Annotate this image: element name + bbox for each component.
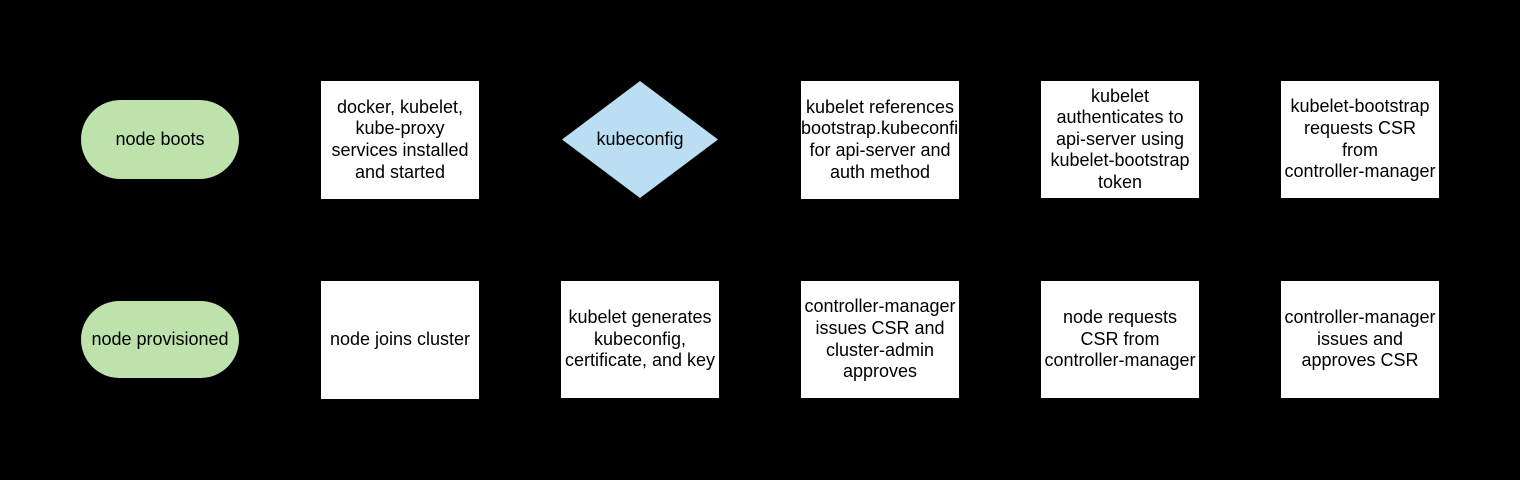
process-controller-manager-approves-csr: controller-manager issues and approves C…: [1281, 281, 1439, 398]
process-kubelet-generates-kubeconfig: kubelet generates kubeconfig, certificat…: [561, 281, 719, 398]
process-services-installed-label: docker, kubelet, kube-proxy services ins…: [331, 96, 469, 182]
process-controller-manager-approves-csr-label: controller-manager issues and approves C…: [1284, 307, 1436, 371]
process-kubelet-authenticates: kubelet authenticates to api-server usin…: [1041, 81, 1199, 198]
terminal-node-boots: node boots: [81, 100, 239, 179]
terminal-node-boots-label: node boots: [115, 128, 205, 149]
process-services-installed: docker, kubelet, kube-proxy services ins…: [321, 81, 479, 199]
decision-kubeconfig-label: kubeconfig: [596, 128, 684, 149]
process-kubelet-generates-kubeconfig-label: kubelet generates kubeconfig, certificat…: [564, 307, 716, 371]
process-node-requests-csr-label: node requests CSR from controller-manage…: [1044, 307, 1196, 371]
process-kubelet-references-bootstrap-label: kubelet references bootstrap.kubeconfig …: [801, 96, 959, 182]
process-node-joins-cluster: node joins cluster: [321, 281, 479, 399]
process-node-joins-cluster-label: node joins cluster: [329, 329, 471, 350]
process-controller-manager-issues-csr-label: controller-manager issues CSR and cluste…: [804, 296, 956, 382]
terminal-node-provisioned: node provisioned: [81, 301, 239, 378]
process-kubelet-authenticates-label: kubelet authenticates to api-server usin…: [1050, 85, 1190, 192]
process-controller-manager-issues-csr: controller-manager issues CSR and cluste…: [801, 281, 959, 398]
process-kubelet-bootstrap-requests-csr-label: kubelet-bootstrap requests CSR from cont…: [1284, 96, 1436, 182]
terminal-node-provisioned-label: node provisioned: [91, 328, 229, 349]
process-kubelet-references-bootstrap: kubelet references bootstrap.kubeconfig …: [801, 81, 959, 199]
process-kubelet-bootstrap-requests-csr: kubelet-bootstrap requests CSR from cont…: [1281, 81, 1439, 198]
decision-kubeconfig: kubeconfig: [562, 81, 718, 198]
process-node-requests-csr: node requests CSR from controller-manage…: [1041, 281, 1199, 398]
